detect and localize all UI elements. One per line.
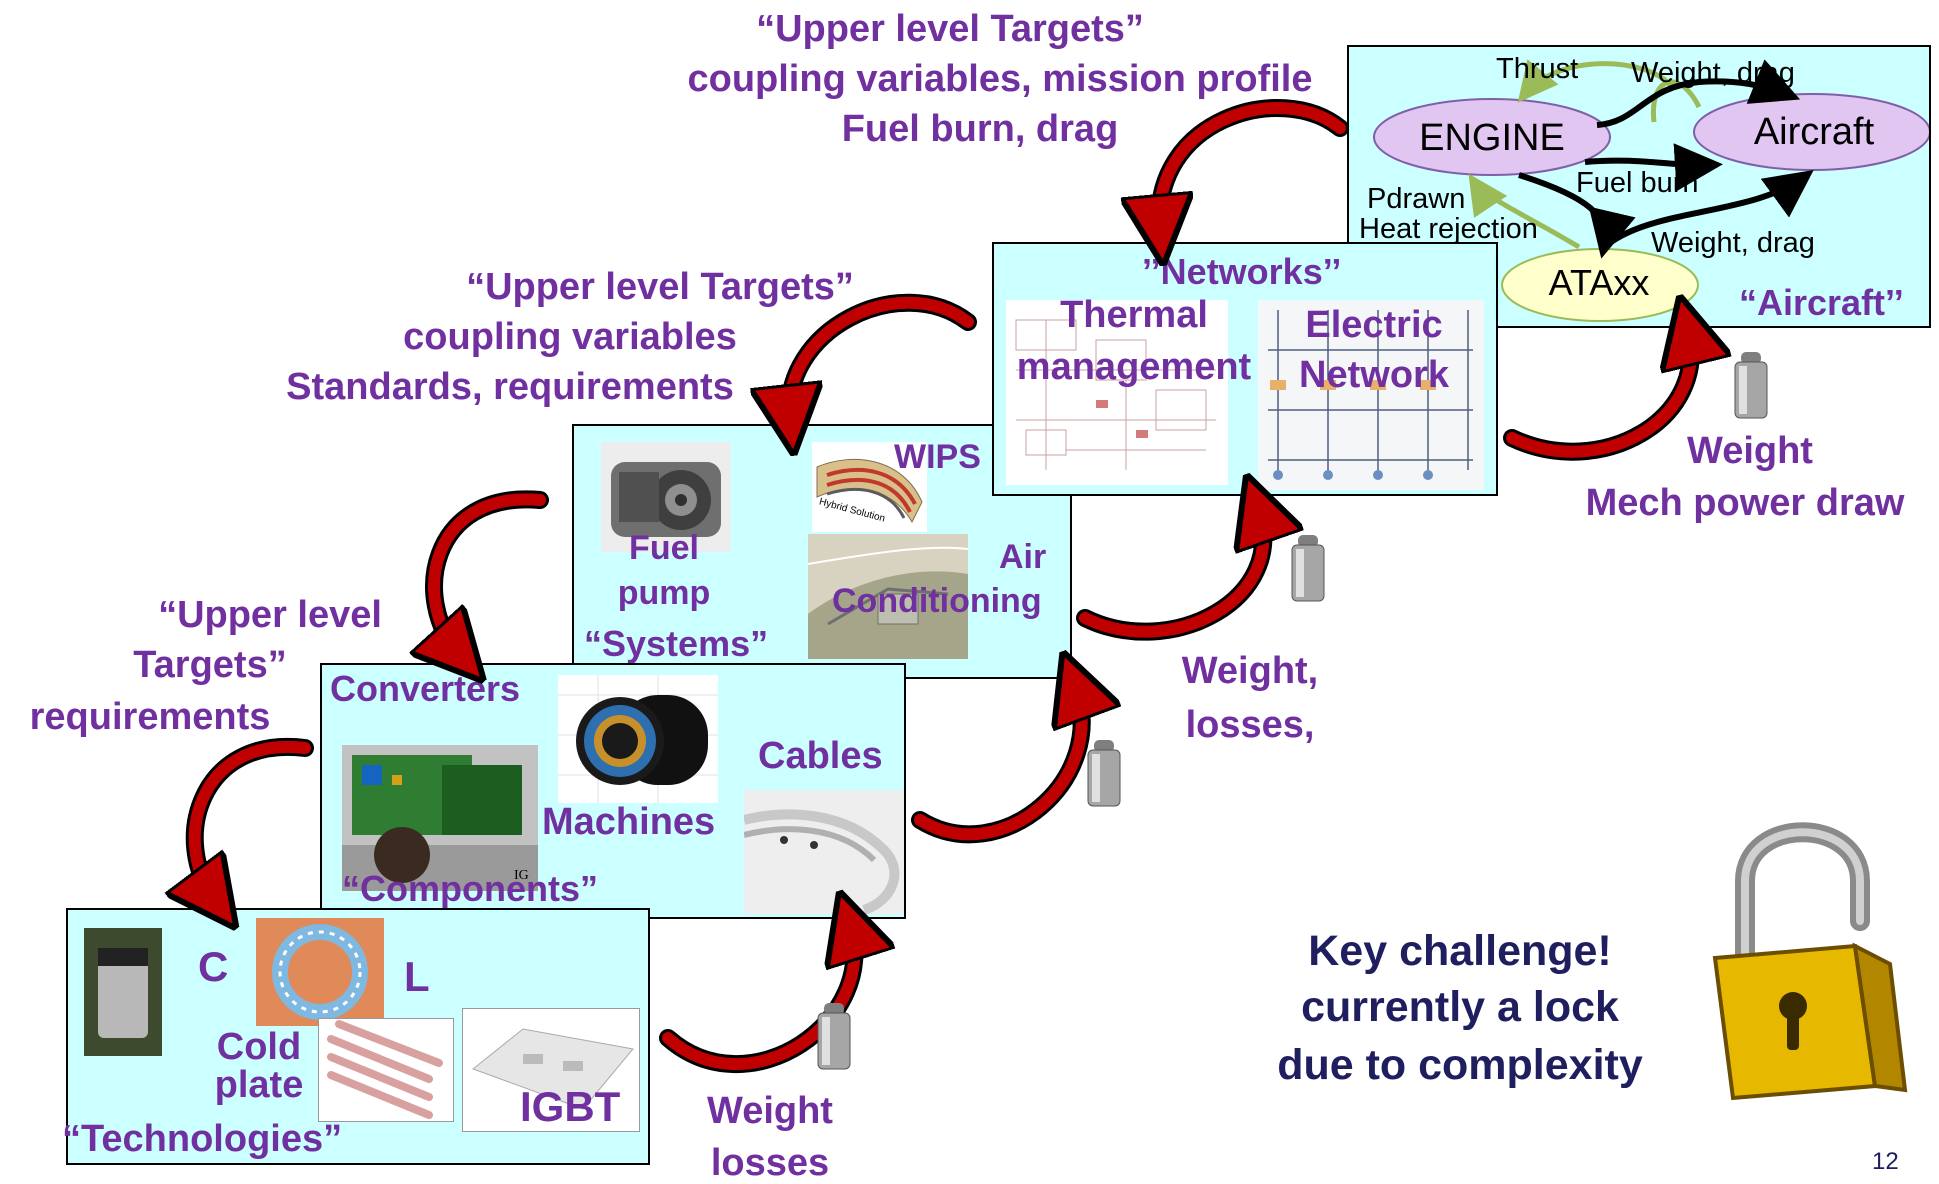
ig-mark: IG (514, 868, 529, 883)
fuel-pump-icon (611, 462, 721, 537)
low-targets-line1: “Upper level (158, 594, 382, 636)
wips-image: Hybrid Solution (812, 442, 927, 532)
heat-rejection-arrow (1468, 173, 1581, 250)
engine-to-ataxx-arrow (1518, 172, 1636, 259)
converters-icon (342, 755, 538, 891)
cold-plate-icon (327, 1020, 443, 1119)
wips-icon (816, 458, 923, 524)
aircraft-node-label: Aircraft (1753, 111, 1875, 153)
thermal-label-line1: Thermal (1060, 294, 1208, 336)
systems-feedback-line1: Weight, (1181, 650, 1319, 692)
air-conditioning-image (808, 534, 968, 659)
weight-drag-top-label: Weight, drag (1631, 57, 1795, 89)
low-targets-line2: Targets” (133, 644, 287, 686)
mid-targets-line1: “Upper level Targets” (466, 266, 854, 308)
low-targets-arrow (185, 737, 314, 909)
machines-label: Machines (542, 801, 716, 843)
low-targets-line3: requirements (29, 696, 271, 738)
fuel-burn-label: Fuel burn (1576, 167, 1699, 199)
systems-level-title: “Systems” (584, 623, 769, 664)
tech-feedback-line1: Weight (707, 1090, 833, 1132)
aircraft-feedback-line2: Mech power draw (1585, 482, 1905, 524)
thrust-arrow (1517, 59, 1674, 103)
igbt-module-icon (471, 1028, 634, 1110)
electric-label-line1: Electric (1305, 304, 1443, 346)
mid-targets-arrow (780, 293, 977, 429)
systems-level-box: Hybrid Solution WIPS Fuel pump Air Condi… (572, 424, 1072, 679)
inductor-icon (272, 924, 368, 1020)
challenge-line3: due to complexity (1277, 1041, 1643, 1089)
aircraft-level-title: “Aircraft’’ (1739, 282, 1904, 323)
top-targets-line1: “Upper level Targets” (756, 8, 1144, 50)
capacitor-label: C (198, 943, 229, 990)
air-conditioning-icon (808, 546, 968, 659)
page-number: 12 (1872, 1148, 1899, 1175)
converters-image: IG (342, 745, 538, 891)
fuel-pump-image (601, 442, 731, 552)
networks-level-box: ’’Networks’’ Thermal management Electric… (992, 242, 1498, 496)
padlock-icon (1712, 822, 1908, 1101)
engine-to-aircraft-arrow (1596, 59, 1801, 128)
thermal-label-line2: management (1016, 346, 1252, 388)
air-conditioning-label-line1: Air (999, 538, 1047, 576)
weight-icon (1291, 535, 1325, 602)
thrust-label: Thrust (1496, 53, 1579, 85)
technologies-level-title: “Technologies” (62, 1118, 343, 1160)
mid-targets-line3: Standards, requirements (286, 366, 734, 408)
weight-drag-bottom-label: Weight, drag (1651, 227, 1815, 259)
electric-schematic-icon (1268, 310, 1473, 480)
weight-icon (1087, 740, 1121, 807)
igbt-image (462, 1008, 640, 1132)
cables-label: Cables (758, 735, 883, 777)
fuel-pump-label-line2: pump (617, 574, 711, 612)
pdrawn-label: Pdrawn (1367, 183, 1466, 215)
wips-label: WIPS (894, 438, 981, 476)
technologies-level-box: C L Cold plate IGBT “Technologies” (62, 908, 650, 1165)
weight-drag-green-arrow (1650, 79, 1702, 123)
thermal-schematic-icon (1015, 319, 1216, 470)
systems-feedback-line2: losses, (1185, 704, 1315, 746)
capacitor-icon (98, 948, 148, 1038)
cold-plate-label-line1: Cold (216, 1026, 302, 1068)
igbt-label: IGBT (520, 1083, 621, 1130)
challenge-line1: Key challenge! (1308, 927, 1612, 975)
weight-icon (817, 1003, 851, 1070)
fuel-pump-label-line1: Fuel (629, 529, 699, 567)
components-feedback-arrow (911, 676, 1091, 844)
weight-icon (1734, 352, 1768, 419)
top-targets-line3: Fuel burn, drag (841, 108, 1119, 150)
electric-network-schematic (1258, 300, 1484, 490)
aircraft-feedback-line1: Weight (1687, 430, 1813, 472)
aircraft-coupling-diagram (1373, 59, 1929, 322)
machines-image (558, 675, 718, 803)
thermal-management-schematic (1006, 300, 1228, 485)
air-conditioning-label-line2: Conditioning (832, 582, 1042, 620)
top-targets-arrow (1150, 98, 1349, 239)
systems-feedback-arrow (1076, 499, 1273, 641)
components-level-title: “Components” (342, 868, 598, 909)
electric-label-line2: Network (1299, 354, 1449, 396)
cold-plate-label-line2: plate (214, 1064, 304, 1106)
heat-rejection-label: Heat rejection (1359, 213, 1538, 245)
electric-machine-icon (558, 675, 718, 803)
ataxx-label: ATAxx (1548, 262, 1650, 303)
mid-targets-line2: coupling variables (403, 316, 737, 358)
ataxx-to-aircraft-arrow (1600, 169, 1814, 252)
top-targets-line2: coupling variables, mission profile (687, 58, 1313, 100)
engine-label: ENGINE (1419, 117, 1565, 159)
tech-feedback-line2: losses (710, 1142, 830, 1184)
inductor-label: L (404, 953, 430, 1000)
challenge-line2: currently a lock (1301, 983, 1619, 1031)
fuel-burn-arrow (1584, 143, 1723, 192)
cold-plate-image (318, 1018, 454, 1122)
capacitor-image (84, 928, 162, 1056)
inductor-image (256, 918, 384, 1026)
